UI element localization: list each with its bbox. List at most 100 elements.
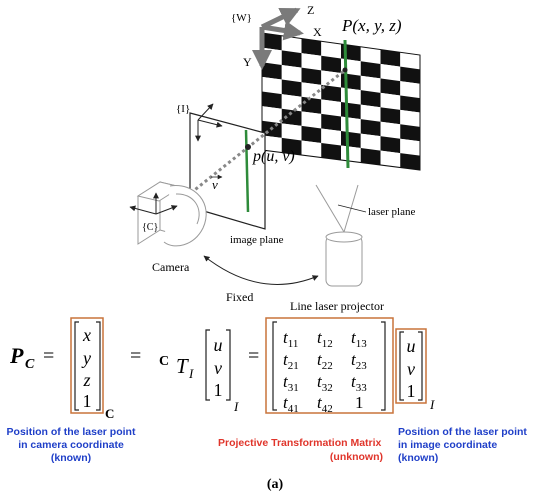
transform-superscript: C: [159, 354, 169, 369]
image-coord-note-line-3: (known): [398, 452, 438, 464]
transform-symbol: T: [176, 354, 189, 378]
laser-projector: [315, 184, 363, 287]
matrix-cell: t13: [351, 328, 367, 350]
checker-square: [360, 104, 381, 122]
image-frame-label: {I}: [176, 103, 190, 115]
matrix-note: Projective Transformation Matrix (unknow…: [218, 437, 383, 463]
checker-square: [341, 58, 361, 76]
checker-square: [281, 137, 302, 155]
checker-square: [341, 116, 361, 134]
camera-vector-bracket: [74, 321, 101, 411]
matrix-cell: t23: [351, 350, 367, 372]
checker-square: [360, 61, 381, 79]
checker-square: [380, 78, 401, 96]
image-vector-highlight: [395, 328, 427, 404]
matrix-cell: t21: [283, 350, 299, 372]
matrix-highlight: [265, 317, 394, 414]
camera-coord-note-line-2: in camera coordinate: [18, 439, 124, 451]
checker-square: [341, 73, 361, 91]
checker-square: [400, 138, 420, 156]
checker-square: [341, 131, 361, 149]
projector-label: Line laser projector: [290, 299, 384, 313]
checker-square: [321, 128, 341, 146]
checker-square: [400, 109, 420, 127]
checker-square: [380, 49, 401, 67]
matrix-cell: t31: [283, 372, 299, 394]
checker-square: [360, 90, 381, 108]
matrix-cell: t41: [283, 393, 299, 415]
checker-square: [341, 87, 361, 105]
camera-vector-z: z: [82, 370, 90, 390]
checker-square: [281, 50, 302, 68]
laser-plane-label: laser plane: [368, 206, 415, 218]
checker-square: [281, 123, 302, 141]
checker-square: [360, 119, 381, 137]
checker-square: [341, 145, 361, 163]
world-axes: [252, 7, 304, 70]
camera-coord-note-line-1: Position of the laser point: [7, 426, 136, 438]
world-frame-label: {W}: [231, 12, 252, 24]
checker-square: [321, 70, 341, 88]
image-plane-label: image plane: [230, 234, 284, 246]
image-vector-v-1: v: [214, 358, 222, 378]
image-point-label: p(u, v): [252, 148, 295, 165]
matrix-bracket: [272, 321, 386, 411]
checker-square: [360, 75, 381, 93]
fixed-label: Fixed: [226, 290, 253, 304]
matrix-cell: t12: [317, 328, 333, 350]
checker-square: [301, 140, 322, 158]
world-axis-y-label: Y: [243, 55, 252, 69]
checker-square: [400, 81, 420, 99]
image-coord-note-line-2: in image coordinate: [398, 439, 497, 451]
checker-square: [321, 113, 341, 131]
world-axis-z-label: Z: [307, 3, 314, 17]
matrix-note-title: Projective Transformation Matrix: [218, 437, 382, 449]
projection-ray: [171, 68, 346, 210]
checker-square: [321, 84, 341, 102]
checker-square: [301, 67, 322, 85]
checker-square: [301, 82, 322, 100]
equals-sign-1: =: [43, 345, 54, 367]
matrix-cell: t42: [317, 393, 333, 415]
image-vector-bracket-2: [399, 331, 423, 401]
matrix-cell: t32: [317, 372, 333, 394]
checker-square: [281, 108, 302, 126]
lhs-symbol: P: [9, 343, 24, 368]
checker-square: [321, 55, 341, 73]
fixed-relation-arrow: [203, 255, 319, 285]
image-point-marker: [245, 144, 251, 150]
checker-square: [380, 121, 401, 139]
checker-square: [341, 102, 361, 120]
checker-square: [262, 33, 282, 51]
matrix-cell: t33: [351, 372, 367, 394]
checker-square: [380, 63, 401, 82]
checker-square: [360, 133, 381, 151]
world-point-marker: [342, 67, 348, 73]
checker-square: [262, 91, 282, 109]
world-axis-x-label: X: [313, 25, 322, 39]
image-vector-subscript-1: I: [233, 399, 239, 414]
image-frame-axes: [195, 103, 223, 142]
checker-square: [301, 53, 322, 71]
checker-square: [360, 148, 381, 165]
checker-square: [380, 136, 401, 154]
checker-square: [301, 38, 322, 56]
image-vector-u-2: u: [407, 336, 416, 356]
checker-square: [400, 95, 420, 113]
camera-vector-x: x: [82, 325, 91, 345]
checker-square: [400, 66, 420, 84]
checker-square: [321, 142, 341, 160]
checker-square: [360, 46, 381, 64]
checker-square: [262, 135, 282, 153]
laser-line-on-board: [343, 39, 350, 169]
image-vector-subscript-2: I: [429, 397, 435, 412]
checker-square: [380, 92, 401, 110]
matrix-cell: 1: [355, 393, 364, 412]
image-coord-note-line-1: Position of the laser point: [398, 426, 527, 438]
image-coord-note: Position of the laser point in image coo…: [398, 426, 527, 464]
checker-square: [321, 99, 341, 117]
matrix-note-status: (unknown): [330, 451, 383, 463]
matrix-cell: t11: [283, 328, 298, 350]
